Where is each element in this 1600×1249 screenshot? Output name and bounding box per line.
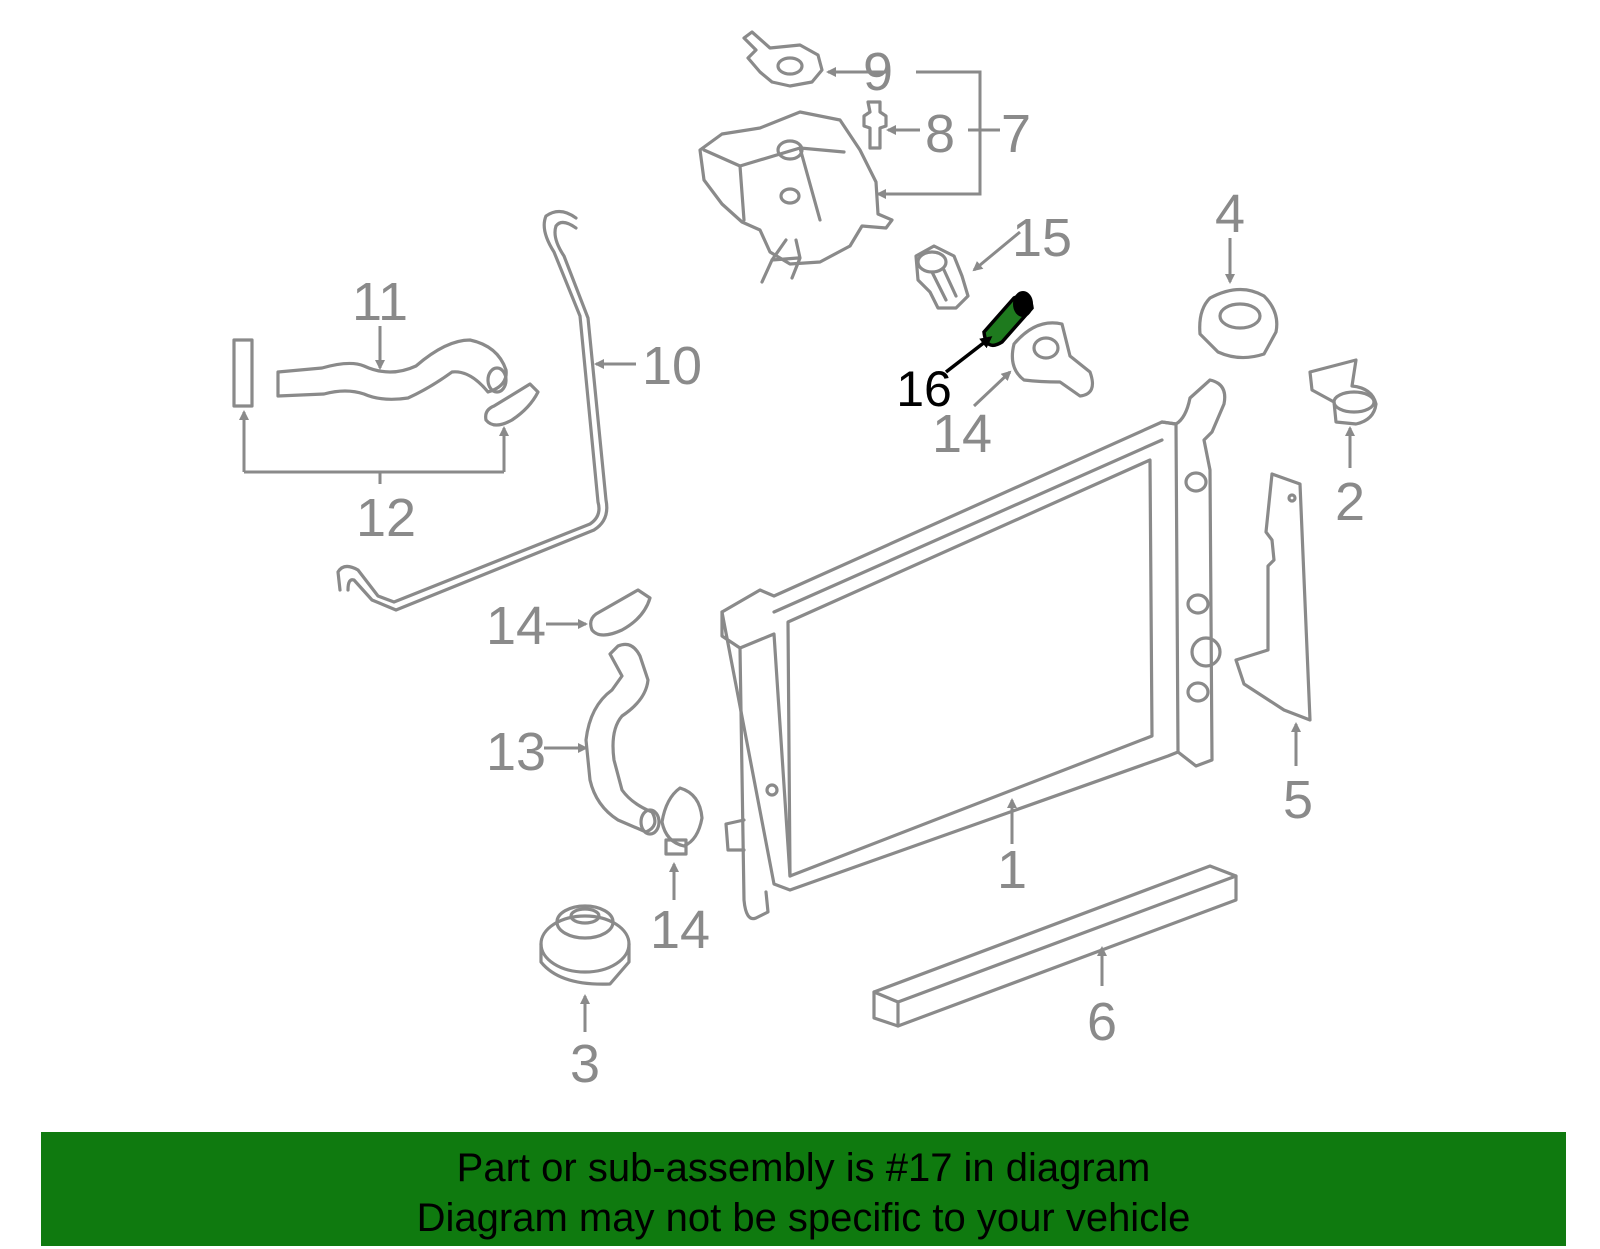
part-14-clamp-upper (589, 588, 652, 637)
callout-3: 3 (570, 1034, 600, 1094)
callout-10: 10 (642, 336, 702, 396)
part-6-strip (872, 864, 1238, 1028)
callout-14-lower: 14 (650, 900, 710, 960)
callout-6: 6 (1087, 992, 1117, 1052)
part-17-seal (982, 291, 1034, 348)
part-14-clamp-lower (660, 786, 704, 856)
part-9-gasket (742, 30, 824, 88)
leader-lines (239, 67, 1355, 1032)
callout-15: 14 (932, 404, 992, 464)
callout-4: 4 (1215, 184, 1245, 244)
part-4-cap (1198, 287, 1279, 360)
callout-16: 15 (1012, 208, 1072, 268)
part-12-clamp-right (484, 382, 540, 427)
callout-13: 13 (486, 722, 546, 782)
part-10-overflow-hose (336, 209, 609, 612)
part-7-reservoir (698, 110, 894, 284)
part-15-housing (1010, 321, 1094, 398)
callout-17: 16 (896, 361, 952, 417)
callout-1: 1 (997, 840, 1027, 900)
banner-line-2: Diagram may not be specific to your vehi… (416, 1196, 1191, 1240)
part-13-lower-hose (584, 642, 661, 836)
part-16-thermostat (914, 244, 970, 310)
part-11-upper-hose (276, 338, 508, 401)
info-banner: Part or sub-assembly is #17 in diagram D… (41, 1132, 1566, 1246)
part-12-clamp-left (232, 338, 254, 408)
banner-line-1: Part or sub-assembly is #17 in diagram (456, 1146, 1151, 1190)
callout-12: 12 (356, 488, 416, 548)
callout-14-upper: 14 (486, 596, 546, 656)
callout-labels: 9 8 7 15 4 2 14 10 11 12 14 13 14 3 1 5 … (352, 42, 1365, 1094)
part-2-bracket (1308, 358, 1378, 426)
callout-2: 2 (1335, 472, 1365, 532)
callout-5: 5 (1283, 770, 1313, 830)
part-8-bolt (862, 100, 888, 150)
callout-11: 11 (352, 272, 408, 332)
part-1-radiator (720, 378, 1227, 921)
part-3-mount (539, 904, 631, 986)
callout-7: 7 (1001, 104, 1031, 164)
callout-8: 8 (925, 104, 955, 164)
part-5-bracket (1234, 472, 1312, 722)
callout-9: 9 (863, 42, 893, 102)
